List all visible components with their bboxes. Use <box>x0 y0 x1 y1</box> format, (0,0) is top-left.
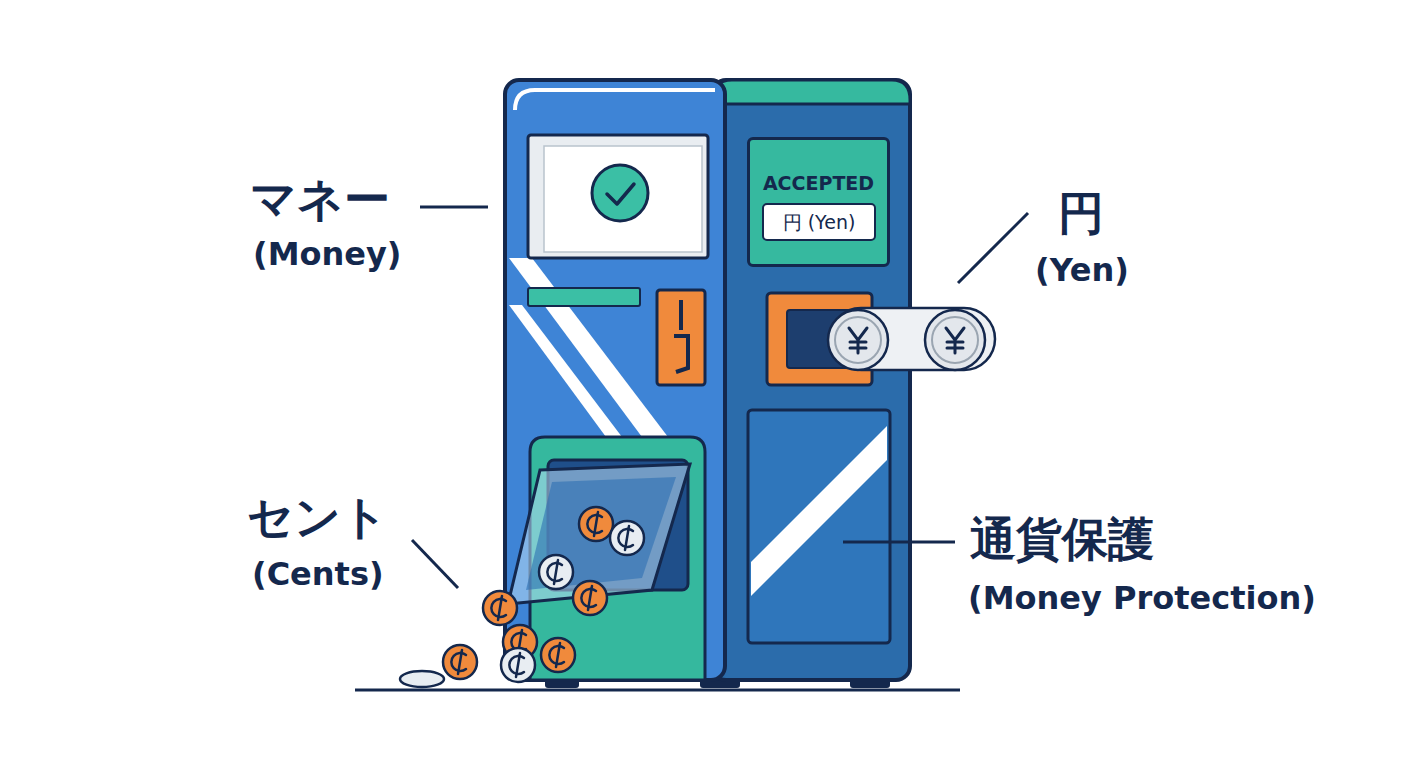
callout-subtitle: (Yen) <box>1035 254 1129 286</box>
callout-subtitle: (Money) <box>253 238 401 270</box>
decor-stripe <box>751 426 887 596</box>
cent-coin <box>610 521 644 555</box>
cent-coin <box>443 645 477 679</box>
check-mark <box>607 184 634 204</box>
display-glass <box>544 146 702 252</box>
leader-line <box>958 213 1028 283</box>
callout-subtitle: (Cents) <box>252 558 384 590</box>
yen-coin <box>925 310 985 370</box>
machine-left-body <box>505 80 725 680</box>
callout-title: 通貨保護 <box>970 516 1154 562</box>
node-text: 円 (Yen) <box>764 205 874 239</box>
accepted-panel: ACCEPTED 円 (Yen) <box>747 137 890 267</box>
hopper-inner <box>526 477 676 590</box>
decor-stripe <box>509 258 668 437</box>
callout-title: 円 <box>1058 190 1104 236</box>
leader-line <box>843 541 955 544</box>
node-text: ACCEPTED <box>750 172 887 194</box>
check-icon <box>592 165 648 221</box>
cent-coin <box>501 648 535 682</box>
callout-title: セント <box>247 494 388 540</box>
decor-stripe <box>509 305 622 437</box>
callout-subtitle: (Money Protection) <box>968 582 1316 614</box>
ground-line <box>355 689 960 692</box>
slot-opening <box>674 300 688 372</box>
callout-title: マネー <box>250 176 390 222</box>
note-slot <box>657 290 705 385</box>
cent-coin <box>579 507 613 541</box>
machine-right-body <box>712 80 910 680</box>
cent-coin <box>573 581 607 615</box>
cent-coin <box>483 591 517 625</box>
machine-top-cap <box>712 80 910 104</box>
leader-line <box>412 540 458 588</box>
yen-coin <box>828 310 888 370</box>
cent-coin <box>541 638 575 672</box>
body-highlight <box>515 90 715 110</box>
flat-coin <box>400 671 444 687</box>
teal-bar <box>528 288 640 306</box>
currency-badge: 円 (Yen) <box>762 203 876 241</box>
cent-coin <box>539 555 573 589</box>
leader-line <box>420 206 488 209</box>
protection-panel <box>748 410 890 643</box>
display-screen <box>528 135 708 258</box>
